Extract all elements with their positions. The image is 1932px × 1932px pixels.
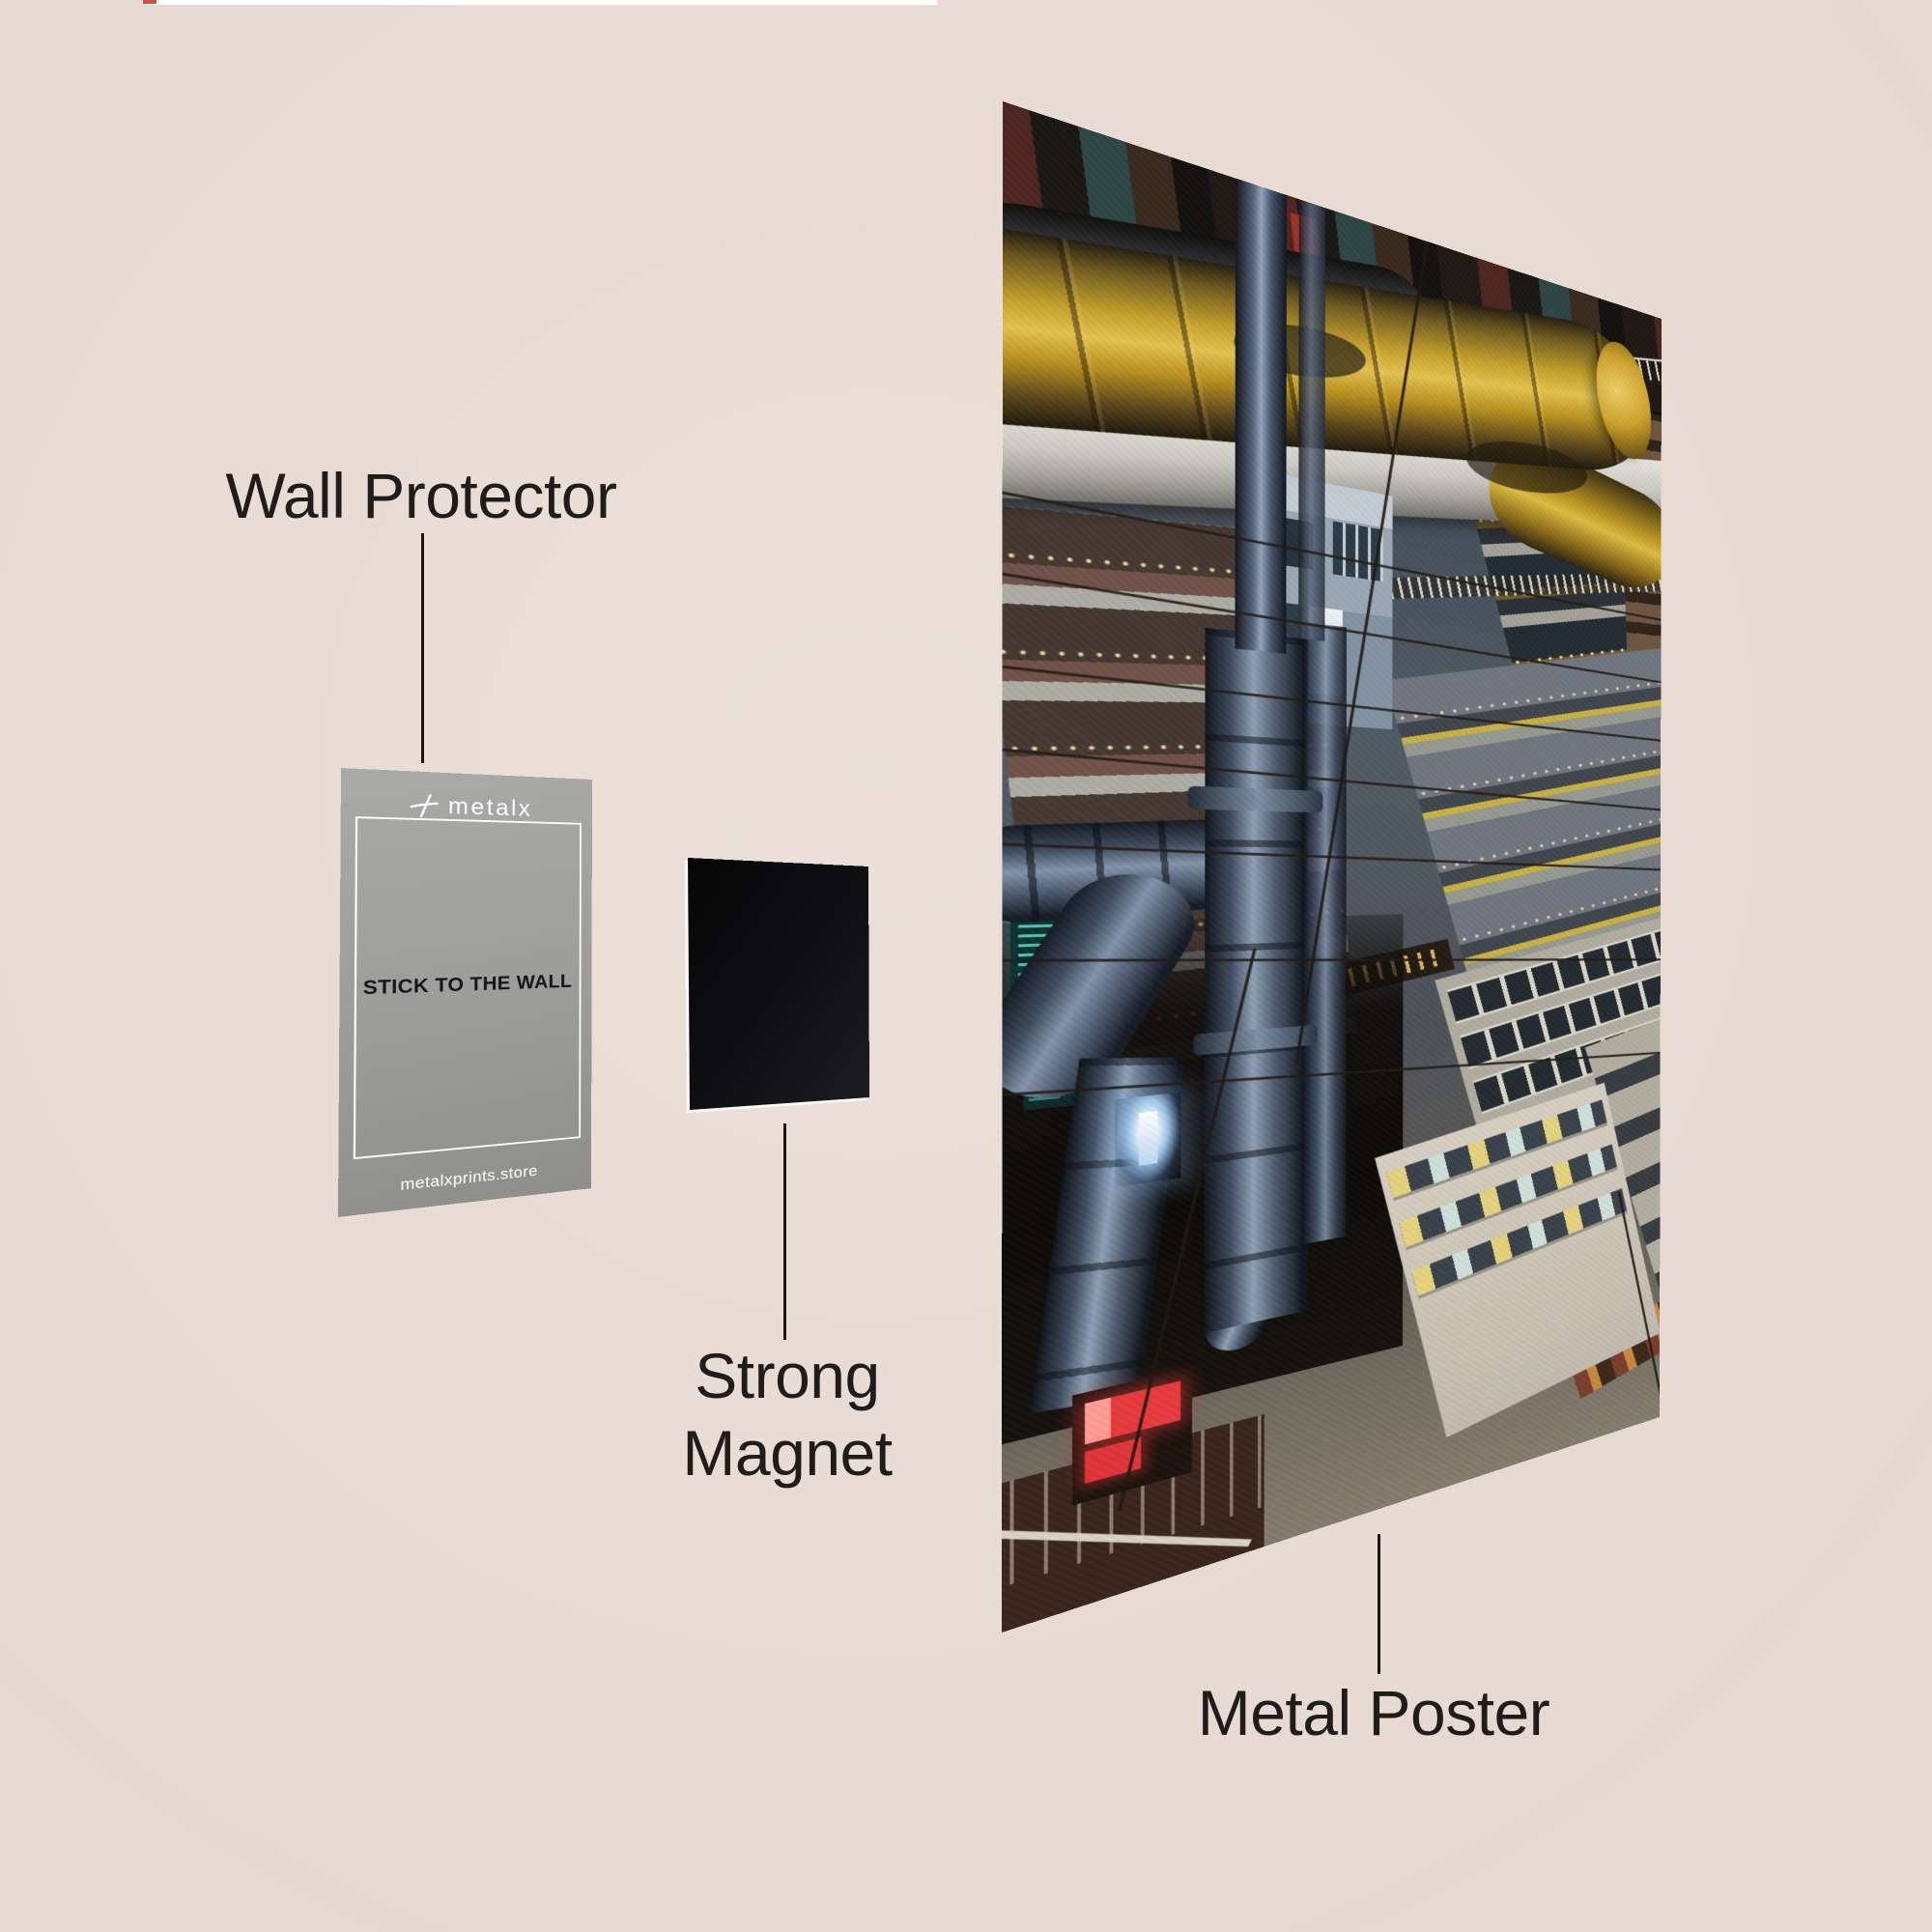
artwork-pipe-flange <box>1188 786 1322 813</box>
wall-protector-card: metalx STICK TO THE WALL metalxprints.st… <box>338 768 592 1217</box>
strong-magnet-square <box>688 858 869 1110</box>
artwork-pipe-cluster-thin <box>1304 622 1347 1244</box>
hologram-core <box>1139 1111 1158 1166</box>
poster-artwork <box>1003 101 1662 319</box>
artwork-hologram-figure <box>1115 1093 1181 1187</box>
metal-poster <box>1002 101 1662 1633</box>
metal-poster-label: Metal Poster <box>1084 1674 1663 1751</box>
metal-poster-connector-line <box>1378 1534 1380 1674</box>
store-url-text: metalxprints.store <box>338 1156 591 1202</box>
wall-protector-label: Wall Protector <box>131 457 711 534</box>
artwork-pipe-riser-thin <box>1298 183 1325 641</box>
strong-magnet-label-line1: Strong <box>497 1337 1077 1414</box>
artwork-pipe-cluster <box>1205 628 1308 1333</box>
strong-magnet-label-line2: Magnet <box>497 1414 1077 1492</box>
brand-name: metalx <box>448 793 532 822</box>
wall-protector-connector-line <box>421 533 424 763</box>
top-edge-artifact-red <box>143 0 156 4</box>
strong-magnet-label: Strong Magnet <box>497 1337 1077 1492</box>
top-edge-artifact <box>145 0 937 5</box>
strong-magnet-connector-line <box>783 1123 786 1340</box>
metalx-logo-icon <box>410 793 440 819</box>
artwork-pipe-riser <box>1235 160 1286 653</box>
neon-bar <box>1085 1381 1180 1445</box>
